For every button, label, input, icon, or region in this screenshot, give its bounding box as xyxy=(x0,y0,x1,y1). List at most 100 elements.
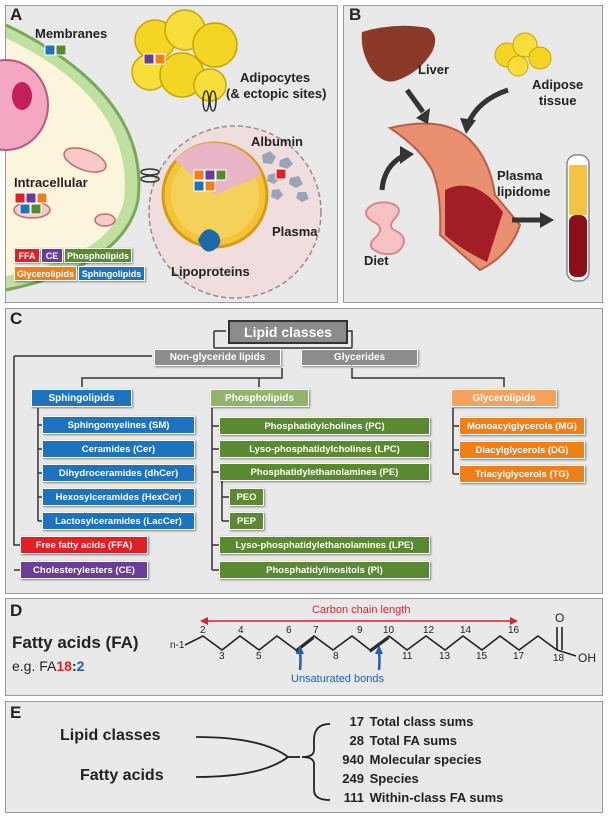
count-text: Species xyxy=(369,771,419,786)
count-value: 940 xyxy=(342,752,364,767)
fa-example-chain: 18 xyxy=(56,658,72,674)
count-row: 28 Total FA sums xyxy=(334,733,458,748)
ce-node: Cholesterylesters (CE) xyxy=(20,561,148,579)
phospho-item-0: Phosphatidylcholines (PC) xyxy=(219,417,430,435)
glycero-item-0: Monoacylglycerols (MG) xyxy=(459,417,585,435)
adipocyte-cluster xyxy=(131,9,238,102)
intestine-shape xyxy=(365,201,405,256)
oxygen-label: O xyxy=(555,611,565,625)
fatty-acids-label: Fatty acids xyxy=(80,767,164,784)
legend-ffa: FFA xyxy=(14,248,40,263)
carbon-number: 7 xyxy=(313,625,319,636)
lpe-node: Lyso-phosphatidylethanolamines (LPE) xyxy=(219,536,430,554)
carbon-number: 3 xyxy=(219,651,225,662)
count-value: 111 xyxy=(343,790,364,805)
chain-length-label: Carbon chain length xyxy=(312,604,411,616)
panel-c-label: C xyxy=(10,309,23,328)
fa-example: e.g. FA18:2 xyxy=(12,658,84,674)
count-text: Molecular species xyxy=(369,752,482,767)
n1-label: n-1 xyxy=(170,640,185,651)
pi-node: Phosphatidylinositols (PI) xyxy=(219,561,430,579)
sphingo-item-2: Dihydroceramides (dhCer) xyxy=(42,464,195,482)
carbon-number: 6 xyxy=(286,625,292,636)
count-value: 17 xyxy=(349,714,364,729)
glycerides-node: Glycerides xyxy=(301,349,418,366)
panel-e-label: E xyxy=(10,703,22,722)
count-text: Within-class FA sums xyxy=(369,790,504,805)
carbon-number: 2 xyxy=(200,625,206,636)
count-value: 28 xyxy=(349,733,364,748)
count-row: 940 Molecular species xyxy=(334,752,482,767)
adipose-cluster xyxy=(494,32,552,77)
lipoproteins-label: Lipoproteins xyxy=(171,264,250,279)
non-glyceride-node: Non-glyceride lipids xyxy=(154,349,281,366)
carbon-number: 8 xyxy=(333,651,339,662)
panel-d xyxy=(5,598,603,696)
carbon-number: 16 xyxy=(508,625,520,636)
carbon-number: 10 xyxy=(383,625,395,636)
carbon-number: 17 xyxy=(513,651,525,662)
carbon-number: 12 xyxy=(423,625,435,636)
count-text: Total FA sums xyxy=(369,733,458,748)
count-text: Total class sums xyxy=(369,714,474,729)
legend-sphingolipids: Sphingolipids xyxy=(78,266,145,281)
count-row: 111 Within-class FA sums xyxy=(334,790,504,805)
legend-ce: CE xyxy=(41,248,63,263)
albumin-label: Albumin xyxy=(251,134,303,149)
carbon-number: 15 xyxy=(476,651,488,662)
plasma-lipidome-line1: Plasma xyxy=(497,168,543,183)
lipid-classes-label: Lipid classes xyxy=(60,727,161,744)
sphingo-item-4: Lactosylceramides (LacCer) xyxy=(42,512,195,530)
intracellular-label: Intracellular xyxy=(14,175,88,190)
diet-label: Diet xyxy=(364,253,389,268)
plasma-lipidome-line2: lipidome xyxy=(497,184,551,199)
adipose-line1: Adipose xyxy=(532,77,584,92)
oh-label: OH xyxy=(578,651,596,665)
fa-example-prefix: e.g. FA xyxy=(12,658,57,674)
adipose-label: Adipose tissue xyxy=(532,77,583,109)
membranes-label: Membranes xyxy=(35,26,108,41)
apolipoprotein xyxy=(198,229,221,252)
plasma-lipidome-label: Plasma lipidome xyxy=(497,168,550,200)
pep-node: PEP xyxy=(229,512,264,530)
legend-glycerolipids: Glycerolipids xyxy=(14,266,77,281)
panel-a-label: A xyxy=(10,5,23,24)
blood-tube xyxy=(566,154,590,282)
adipocytes-line1: Adipocytes xyxy=(240,70,311,85)
peo-node: PEO xyxy=(229,488,264,506)
glycero-item-2: Triacylglycerols (TG) xyxy=(459,465,585,483)
sphingolipids-node: Sphingolipids xyxy=(31,389,132,407)
liver-label: Liver xyxy=(418,62,450,77)
phospholipids-node: Phospholipids xyxy=(210,389,309,407)
sphingo-item-1: Ceramides (Cer) xyxy=(42,440,195,458)
adipose-line2: tissue xyxy=(538,93,577,108)
phospho-item-1: Lyso-phosphatidylcholines (LPC) xyxy=(219,440,430,458)
mitochondrion xyxy=(63,147,107,173)
carbon-number: 4 xyxy=(238,625,244,636)
carbon-number: 5 xyxy=(256,651,262,662)
sphingo-item-3: Hexosylceramides (HexCer) xyxy=(42,488,195,506)
panel-b-label: B xyxy=(349,5,362,24)
carbon-number: 13 xyxy=(439,651,451,662)
adipocytes-line2: (& ectopic sites) xyxy=(226,86,327,101)
lipid-classes-root: Lipid classes xyxy=(228,320,348,344)
unsaturated-bonds-label: Unsaturated bonds xyxy=(291,673,384,685)
count-row: 249 Species xyxy=(334,771,419,786)
legend-phospholipids: Phospholipids xyxy=(64,248,132,263)
ffa-node: Free fatty acids (FFA) xyxy=(20,536,148,554)
liver-shape xyxy=(361,25,436,82)
plasma-label: Plasma xyxy=(272,224,318,239)
carbon-number: 14 xyxy=(460,625,472,636)
glycero-item-1: Diacylglycerols (DG) xyxy=(459,441,585,459)
phospho-item-2: Phosphatidylethanolamines (PE) xyxy=(219,463,430,481)
fa-example-db: 2 xyxy=(76,658,85,674)
carbon-number: 11 xyxy=(402,651,413,662)
count-value: 249 xyxy=(342,771,364,786)
sphingo-item-0: Sphingomyelines (SM) xyxy=(42,416,195,434)
fa-example-sep: : xyxy=(71,658,77,674)
count-row: 17 Total class sums xyxy=(334,714,474,729)
